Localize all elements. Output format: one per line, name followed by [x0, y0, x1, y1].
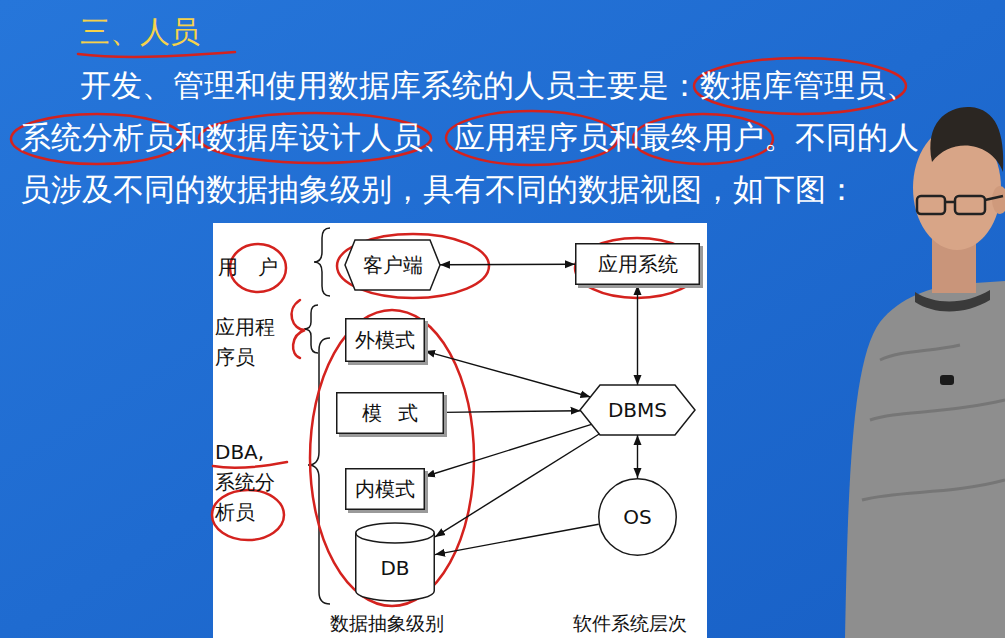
connector-arrow	[425, 424, 592, 476]
annotation-underline	[78, 52, 235, 57]
presenter	[845, 107, 1005, 638]
node-text: 外模式	[355, 328, 415, 352]
figure-panel	[213, 223, 707, 638]
slide-title: 三、人员	[80, 12, 200, 52]
connector-arrow	[637, 285, 638, 385]
presenter-sweater	[845, 281, 1005, 638]
dbms-hexagon: DBMS	[580, 385, 695, 435]
presenter-hair	[930, 107, 1003, 172]
node-text: 内模式	[355, 477, 415, 501]
hexagon-border	[345, 240, 440, 290]
database-cylinder: DB	[355, 523, 435, 601]
box-border	[346, 319, 425, 362]
microphone	[940, 375, 954, 385]
circle-border	[599, 479, 677, 556]
application-box: 应用系统	[575, 243, 700, 285]
node-text: DBMS	[608, 398, 667, 422]
node-text: OS	[623, 505, 651, 529]
annotation-mark	[292, 300, 305, 358]
box-border	[337, 393, 444, 434]
glasses-lens	[955, 196, 985, 214]
axis-caption: 软件系统层次	[573, 611, 687, 635]
glasses-lens	[917, 196, 945, 214]
role-label: 应用程序员	[215, 312, 281, 372]
connector-arrow	[440, 264, 575, 266]
node-text: DB	[380, 544, 409, 580]
axis-caption: 数据抽象级别	[330, 611, 444, 635]
presenter-ear	[992, 186, 1005, 214]
brace	[314, 228, 330, 296]
cylinder-rim	[356, 533, 435, 543]
glasses-frame	[945, 196, 1003, 202]
body-paragraph: 开发、管理和使用数据库系统的人员主要是：数据库管理员、系统分析员和数据库设计人员…	[20, 59, 925, 215]
connector-arrow	[435, 434, 599, 537]
connector-arrow	[637, 435, 638, 478]
connector-arrow	[444, 411, 581, 413]
node-text: 模式	[346, 401, 434, 425]
presenter-collar	[915, 290, 990, 312]
sweater-stripe	[862, 345, 1005, 500]
role-label: 用户	[218, 253, 298, 281]
annotation-circle	[337, 234, 489, 298]
node-text: 客户端	[363, 253, 423, 277]
connector-arrow	[425, 351, 590, 397]
os-circle: OS	[598, 478, 677, 556]
external-schema-box: 外模式	[345, 318, 425, 362]
schema-box: 模式	[336, 392, 444, 434]
hexagon-border	[580, 385, 695, 435]
brace	[304, 305, 318, 353]
client-box: 客户端	[345, 240, 440, 290]
annotation-circle	[310, 310, 474, 606]
box-border	[346, 469, 425, 510]
cylinder-body	[356, 523, 435, 601]
role-label: DBA,系统分析员	[215, 437, 279, 527]
node-text: 应用系统	[598, 252, 678, 276]
internal-schema-box: 内模式	[345, 468, 425, 510]
connector-arrow	[435, 524, 599, 554]
box-border	[576, 244, 700, 285]
